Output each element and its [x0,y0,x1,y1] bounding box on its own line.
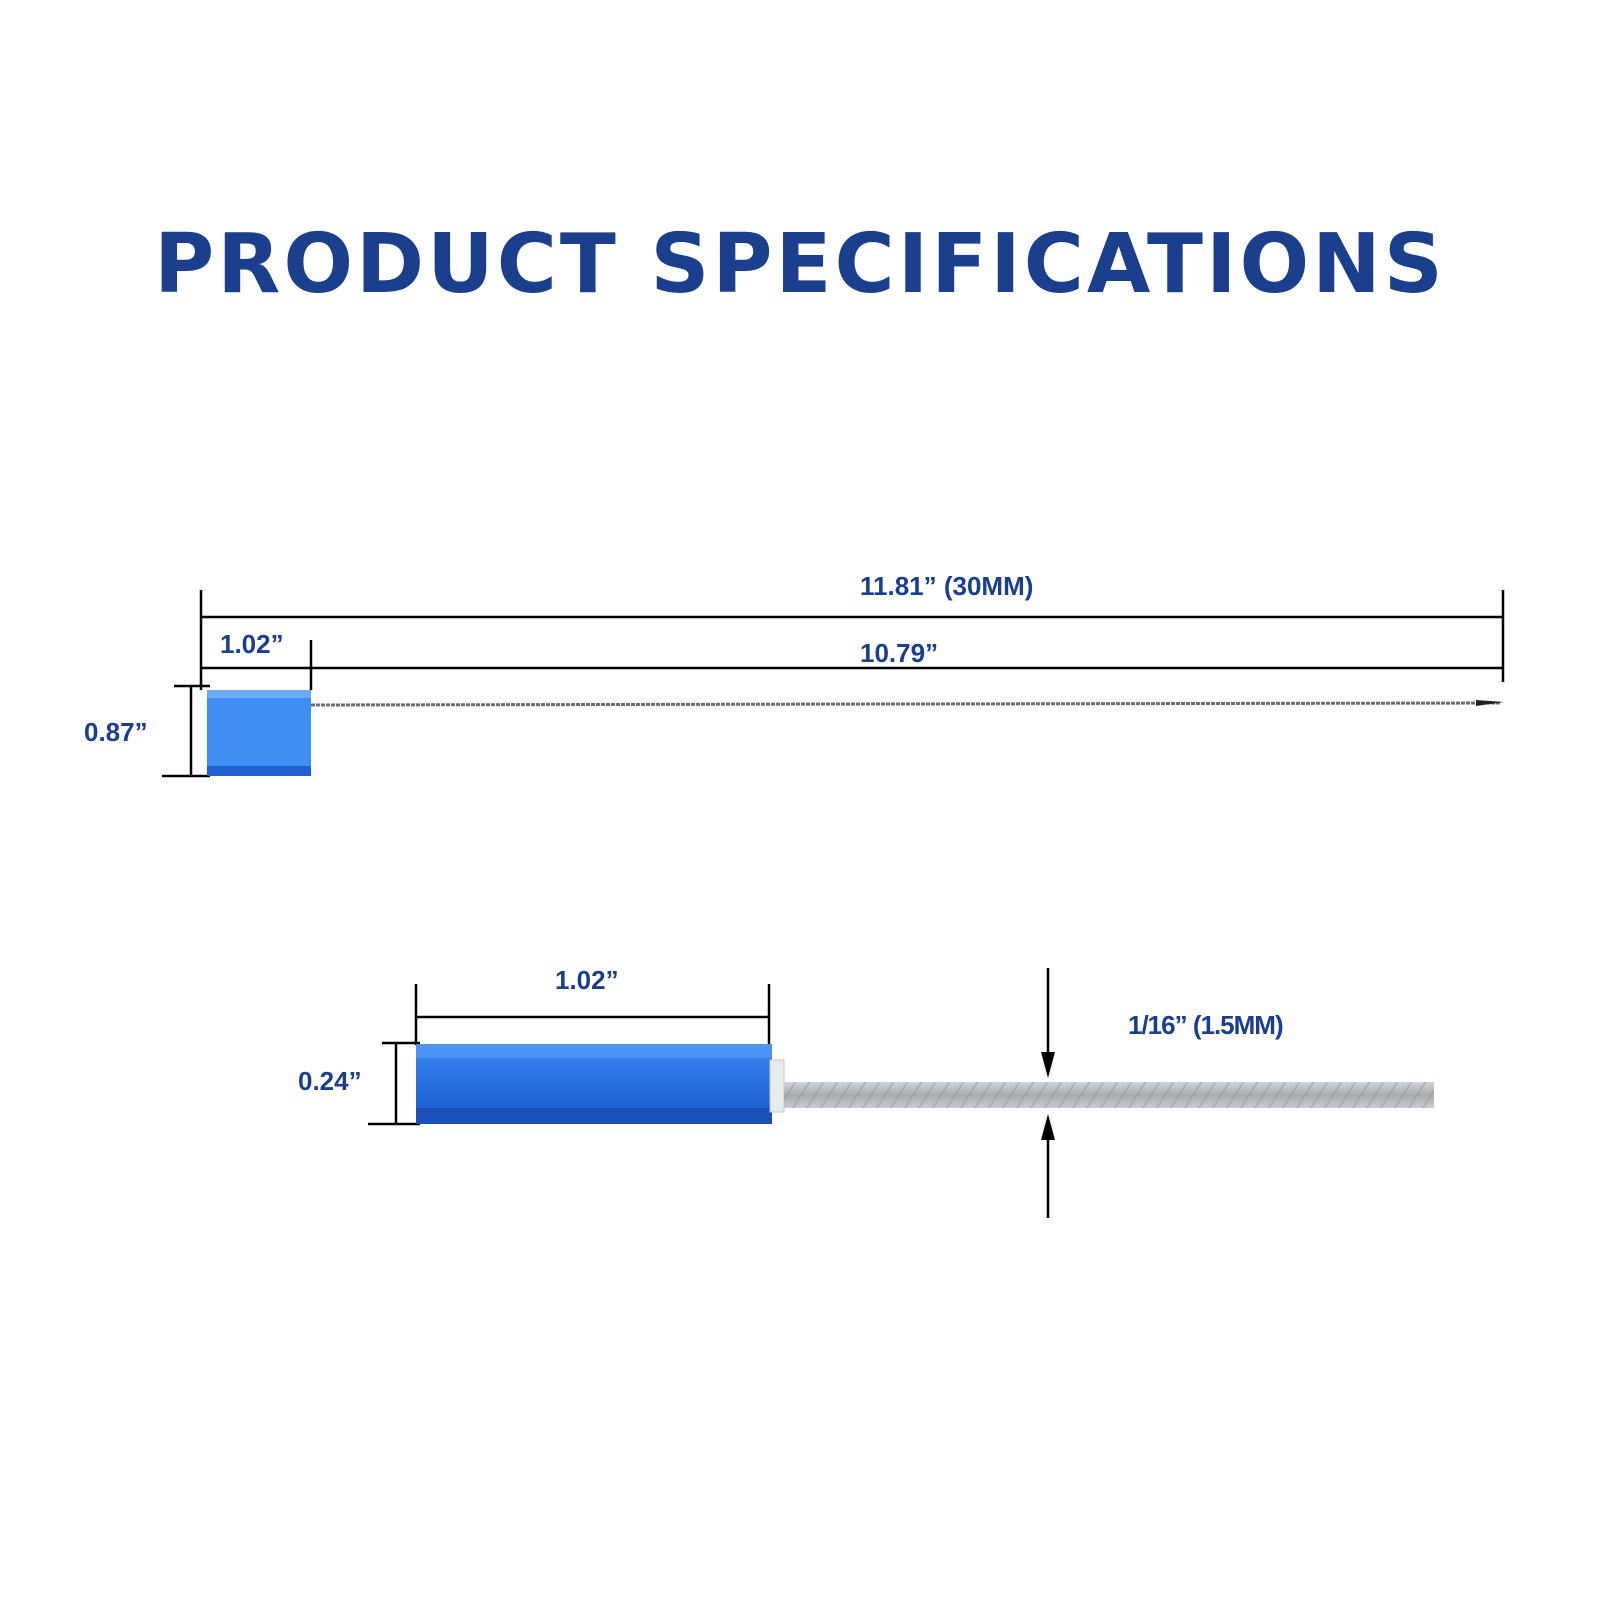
overall-length-label: 11.81” (30MM) [860,571,1033,601]
cable-tip [1476,700,1504,706]
top-view: 11.81” (30MM) 1.02” 10.79” 0.87” [84,571,1505,778]
seal-head [207,690,311,776]
cable [310,701,1501,707]
head-height-dimension [162,684,210,778]
overall-length-dimension [199,590,1505,690]
head-height-label: 0.87” [84,717,148,747]
head-length-label: 1.02” [220,629,284,659]
detail-head-length-label: 1.02” [555,965,619,995]
cable-length-dimension [201,640,1503,690]
detail-head-height-label: 0.24” [298,1066,362,1096]
detail-cable [784,1082,1434,1108]
cable-length-label: 10.79” [860,638,938,668]
cable-diameter-label: 1/16” (1.5MM) [1128,1010,1283,1040]
page-title: PRODUCT SPECIFICATIONS [154,217,1446,312]
detail-head-height-dimension [368,1041,420,1126]
detail-seal-head [416,1044,785,1124]
detail-head-length-dimension [414,984,771,1045]
detail-view: 1.02” 0.24” 1/16” (1.5MM) [298,965,1434,1218]
cable-diameter-arrows [1041,968,1055,1218]
